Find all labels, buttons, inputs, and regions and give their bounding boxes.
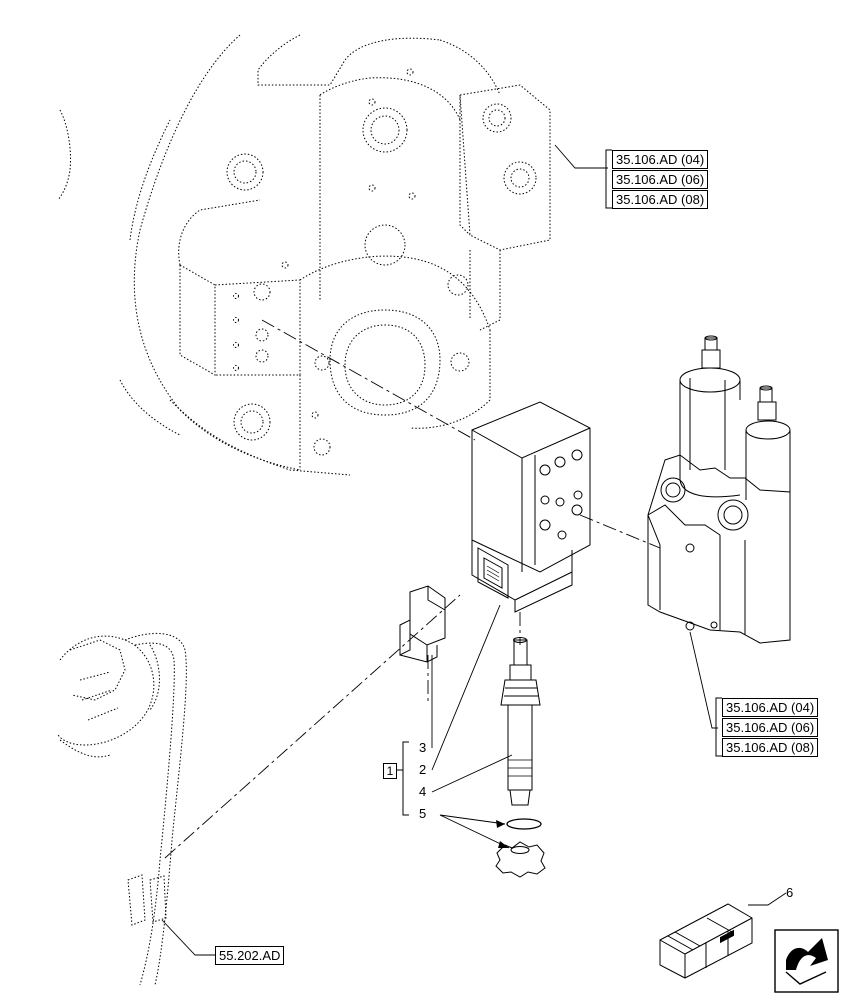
wiring-harness (57, 632, 187, 986)
callout-brackets (397, 149, 722, 816)
callout-item-5: 5 (419, 806, 427, 821)
ref-top-08[interactable]: 35.106.AD (08) (612, 190, 709, 209)
transmission-housing (57, 34, 551, 476)
ref-right-08[interactable]: 35.106.AD (08) (722, 738, 819, 757)
ref-top-06[interactable]: 35.106.AD (06) (612, 170, 709, 189)
connector-plug (399, 585, 446, 663)
ref-right-06[interactable]: 35.106.AD (06) (722, 718, 819, 737)
callout-group-1: 1 (383, 763, 397, 779)
control-valve (647, 335, 791, 644)
lock-nut (495, 841, 546, 878)
ref-top-04[interactable]: 35.106.AD (04) (612, 150, 709, 169)
ref-bottom-55202[interactable]: 55.202.AD (215, 946, 285, 965)
kit-crate (659, 903, 753, 979)
ref-right-04[interactable]: 35.106.AD (04) (722, 698, 819, 717)
callout-item-6: 6 (786, 885, 794, 900)
next-page-arrow-icon[interactable] (774, 929, 839, 993)
callout-item-4: 4 (419, 784, 427, 799)
callout-item-2: 2 (419, 762, 427, 777)
center-lines (164, 319, 661, 859)
callout-item-3: 3 (419, 740, 427, 755)
solenoid-valve (471, 401, 591, 613)
o-ring (506, 818, 542, 830)
sensor-pin (500, 637, 541, 806)
leader-lines (161, 144, 787, 956)
housing-ports (226, 68, 537, 456)
arrowheads (496, 820, 509, 848)
